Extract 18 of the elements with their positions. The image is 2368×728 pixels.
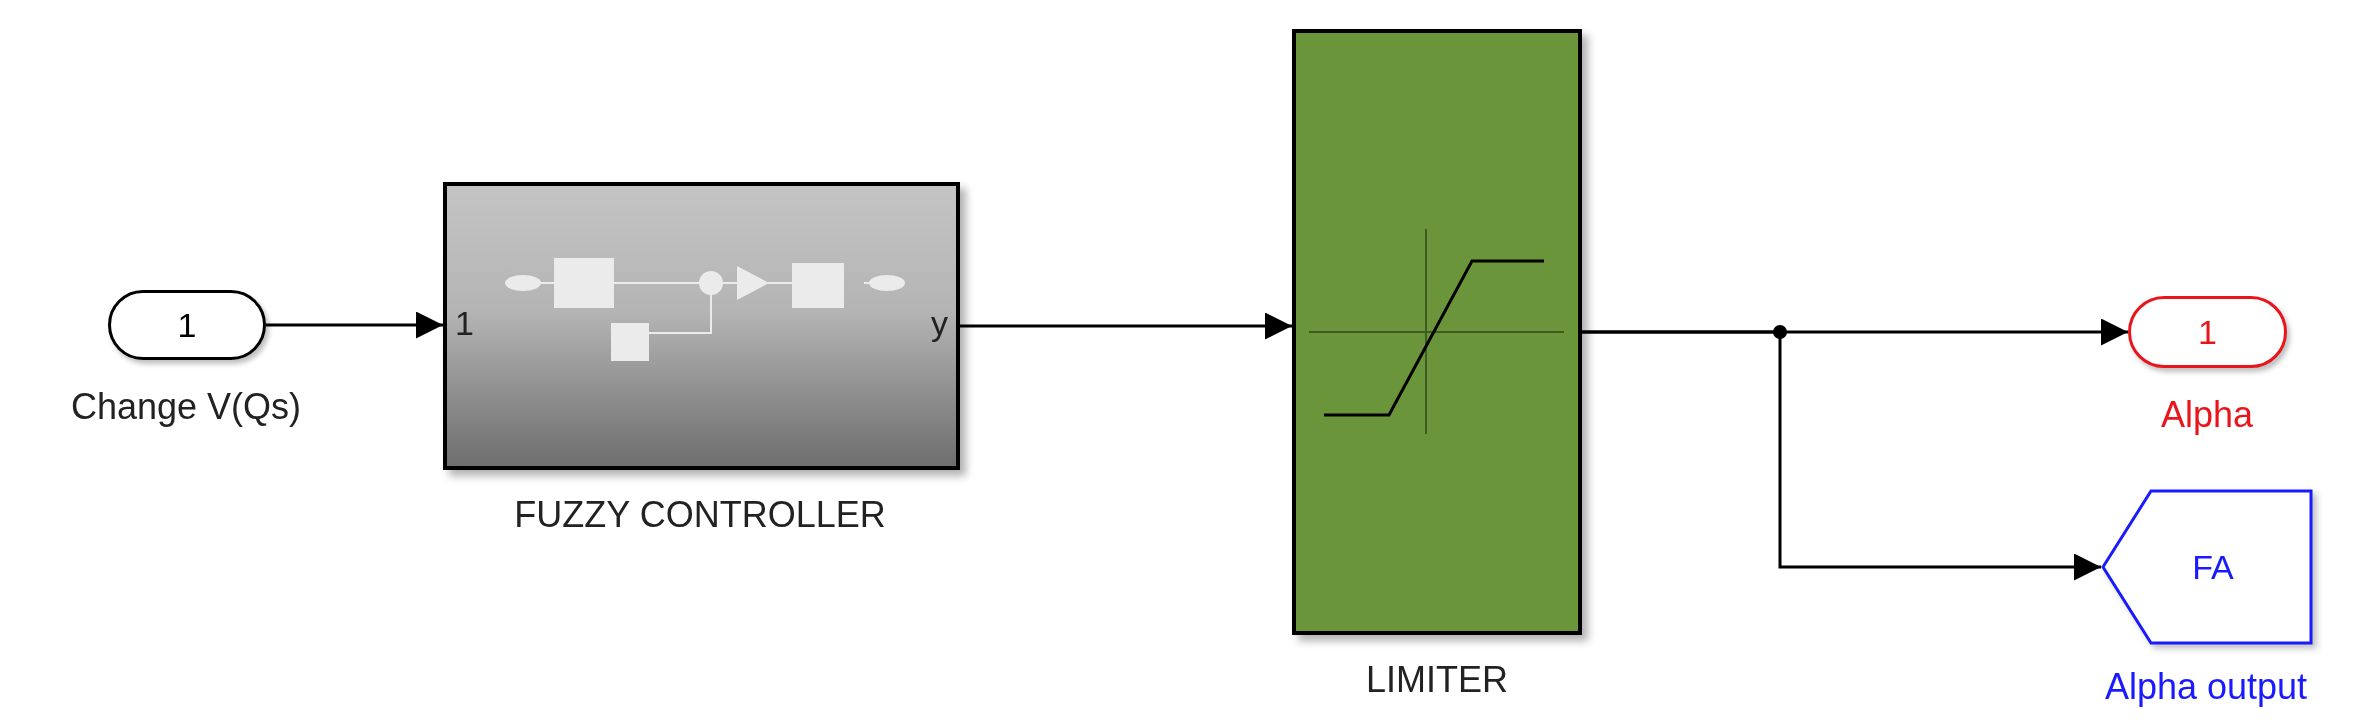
signal-arrow <box>266 311 443 339</box>
signal-arrow <box>1582 330 2101 581</box>
port-number: 1 <box>2198 312 2217 352</box>
tag-name: FA <box>2192 547 2234 587</box>
port-label: y <box>931 304 948 343</box>
block-label: LIMITER <box>1366 659 1508 701</box>
port-number: 1 <box>177 305 197 345</box>
port-label: 1 <box>455 304 474 343</box>
output-port <box>2128 296 2287 368</box>
port-label: Change V(Qs) <box>70 386 302 428</box>
saturation-block <box>1292 29 1582 635</box>
input-port <box>108 290 266 360</box>
block-label: FUZZY CONTROLLER <box>514 494 886 536</box>
goto-tag <box>2101 489 2313 645</box>
tag-label: Alpha output <box>2104 666 2308 708</box>
signal-arrow <box>960 312 1292 340</box>
subsystem-block <box>443 182 960 470</box>
port-label: Alpha <box>2160 394 2254 436</box>
